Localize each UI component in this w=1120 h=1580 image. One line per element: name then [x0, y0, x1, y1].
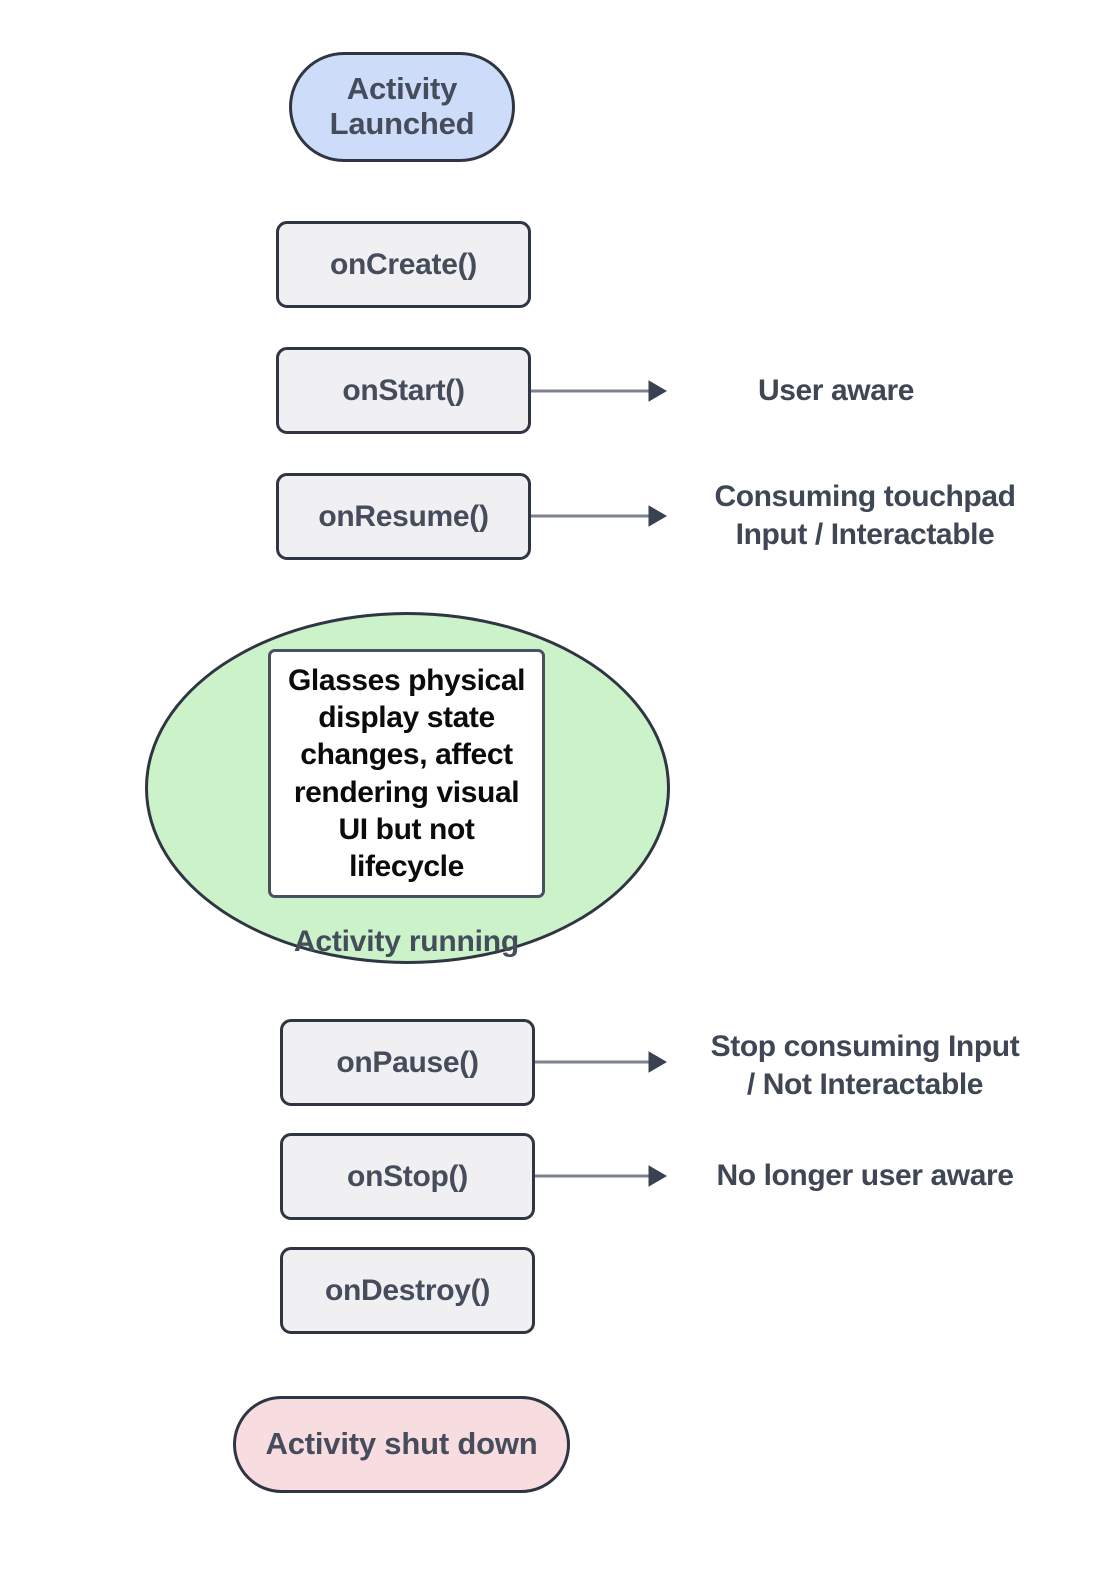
label-consuming-touchpad-line2: Input / Interactable: [735, 518, 995, 551]
node-activity-launched[interactable]: Activity Launched: [289, 52, 515, 162]
activity-launched-line2: Launched: [329, 106, 475, 141]
note-line-1: Glasses physical: [287, 663, 526, 697]
activity-launched-label: Activity Launched: [329, 71, 475, 141]
note-line-3: changes, affect: [300, 738, 513, 772]
node-onpause[interactable]: onPause(): [280, 1019, 535, 1106]
label-user-aware-line1: User aware: [757, 374, 915, 408]
node-onstop[interactable]: onStop(): [280, 1133, 535, 1220]
node-activity-shut-down[interactable]: Activity shut down: [233, 1396, 570, 1493]
activity-launched-line1: Activity: [346, 71, 458, 107]
node-oncreate[interactable]: onCreate(): [276, 221, 531, 308]
label-stop-consuming-input-line2: / Not Interactable: [746, 1068, 984, 1101]
label-user-aware: User aware: [696, 372, 976, 410]
label-no-longer-user-aware-line1: No longer user aware: [716, 1159, 1014, 1193]
label-stop-consuming-input: Stop consuming Input / Not Interactable: [680, 1028, 1050, 1104]
note-line-5: UI but not: [338, 812, 475, 846]
note-line-6: lifecycle: [349, 849, 464, 883]
node-ondestroy[interactable]: onDestroy(): [280, 1247, 535, 1334]
label-stop-consuming-input-line1: Stop consuming Input: [710, 1030, 1020, 1064]
note-line-2: display state: [318, 701, 495, 735]
label-no-longer-user-aware: No longer user aware: [680, 1157, 1050, 1195]
node-onstart[interactable]: onStart(): [276, 347, 531, 434]
label-consuming-touchpad: Consuming touchpad Input / Interactable: [680, 478, 1050, 554]
label-consuming-touchpad-line1: Consuming touchpad: [714, 480, 1016, 514]
note-glasses-display-state: Glasses physical display state changes, …: [268, 649, 545, 898]
caption-activity-running: Activity running: [293, 925, 520, 958]
note-text-block: Glasses physical display state changes, …: [288, 662, 525, 885]
note-line-4: rendering visual: [293, 775, 520, 809]
node-onresume[interactable]: onResume(): [276, 473, 531, 560]
